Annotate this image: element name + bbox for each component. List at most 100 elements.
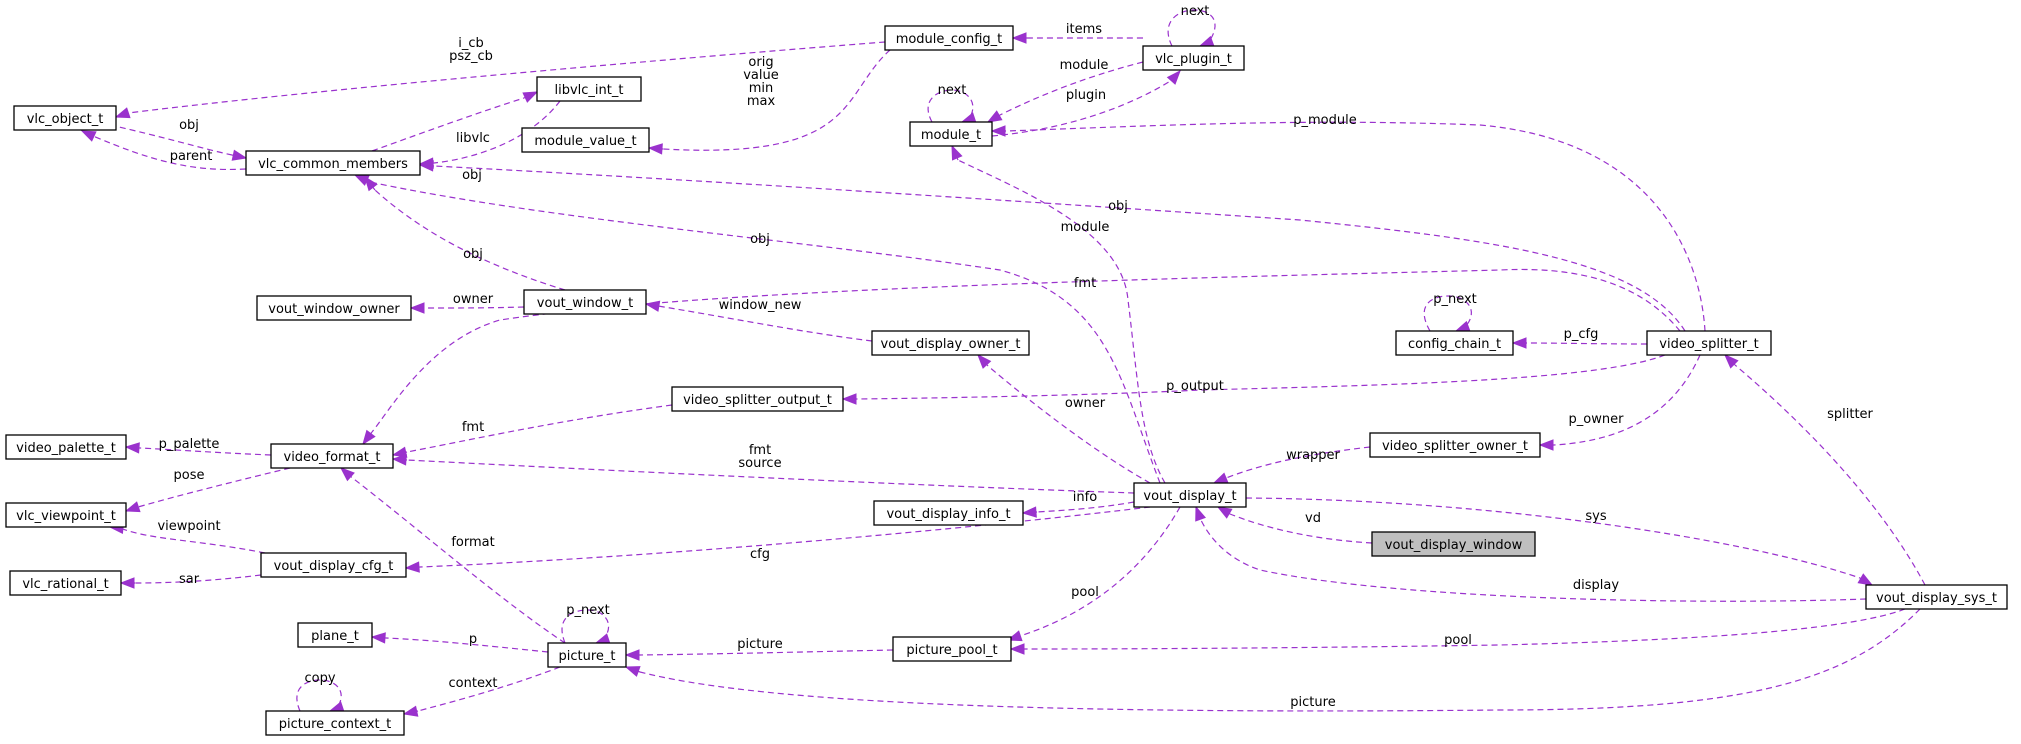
node-label: video_splitter_owner_t xyxy=(1382,439,1528,454)
edge-label: libvlc xyxy=(456,131,490,146)
node-module-config-t[interactable]: module_config_t xyxy=(884,25,1014,51)
edge-picture-t-to-plane-t: p xyxy=(370,632,549,653)
node-box xyxy=(1395,330,1514,356)
arrowhead-icon xyxy=(391,446,408,458)
node-vout-display-sys-t[interactable]: vout_display_sys_t xyxy=(1865,584,2008,610)
edge-vlc-object-t-to-vlc-common-members: obj xyxy=(109,118,248,161)
edge-vout-display-owner-t-to-vout-window-t: window_new xyxy=(644,298,873,342)
arrowhead-icon xyxy=(977,353,992,369)
edge-label: info xyxy=(1073,490,1097,505)
edge-video-format-t-to-video-palette-t: p_palette xyxy=(124,437,272,456)
node-label: picture_context_t xyxy=(279,717,392,732)
node-video-splitter-owner-t[interactable]: video_splitter_owner_t xyxy=(1369,432,1541,458)
node-video-splitter-output-t[interactable]: video_splitter_output_t xyxy=(671,386,844,412)
arrowhead-icon xyxy=(231,149,248,161)
node-libvlc-int-t[interactable]: libvlc_int_t xyxy=(536,76,642,102)
node-module-value-t[interactable]: module_value_t xyxy=(521,127,650,153)
edge-picture-t-to-video-format-t: format xyxy=(339,467,566,644)
arrowhead-icon xyxy=(647,143,663,155)
edge-picture-t-to-picture-context-t: context xyxy=(402,666,561,717)
edge-video-splitter-t-to-config-chain-t: p_cfg xyxy=(1511,327,1648,349)
nodes-layer: vlc_object_t vlc_common_members libvlc_int… xyxy=(5,25,2008,736)
edge-label: p_next xyxy=(1433,292,1477,307)
edge-label: next xyxy=(938,83,967,98)
node-label: picture_t xyxy=(558,649,615,664)
edge-module-t-to-vlc-plugin-t: plugin xyxy=(991,69,1181,137)
edge-line xyxy=(371,268,1681,433)
edge-vout-display-cfg-t-to-vlc-rational-t: sar xyxy=(119,572,262,589)
edge-vlc-plugin-t-to-module-t: module xyxy=(986,58,1144,123)
node-box xyxy=(873,500,1024,526)
node-config-chain-t[interactable]: config_chain_t xyxy=(1395,330,1514,356)
edge-label: p_next xyxy=(566,603,610,618)
edge-video-splitter-t-to-video-splitter-owner-t: p_owner xyxy=(1538,354,1701,451)
node-label: video_format_t xyxy=(284,450,381,465)
edge-video-splitter-t-to-vlc-common-members: obj xyxy=(418,160,1686,332)
node-vout-display-owner-t[interactable]: vout_display_owner_t xyxy=(871,330,1030,356)
node-module-t[interactable]: module_t xyxy=(909,121,993,147)
edge-vlc-common-members-to-vlc-object-t: parent xyxy=(80,130,247,171)
node-label: vout_display_window xyxy=(1385,538,1523,553)
node-label: vout_display_t xyxy=(1143,489,1236,504)
node-vout-display-t[interactable]: vout_display_t xyxy=(1133,482,1247,508)
node-box xyxy=(1371,531,1536,557)
node-label: vout_display_info_t xyxy=(886,507,1010,522)
edge-label: display xyxy=(1573,578,1619,593)
edge-line xyxy=(433,165,1686,332)
edge-vout-display-cfg-t-to-vlc-viewpoint-t: viewpoint xyxy=(108,519,266,554)
node-box xyxy=(13,105,117,131)
node-vout-window-t[interactable]: vout_window_t xyxy=(523,289,647,315)
edge-line xyxy=(639,608,1921,712)
node-vlc-rational-t[interactable]: vlc_rational_t xyxy=(9,570,122,596)
edge-label: obj xyxy=(179,118,199,133)
edge-line xyxy=(109,124,233,156)
edge-video-splitter-t-to-video-format-t: fmt xyxy=(362,268,1681,446)
node-box xyxy=(5,502,127,528)
edge-vout-window-t-to-vout-window-owner: owner xyxy=(409,292,525,314)
node-picture-t[interactable]: picture_t xyxy=(547,642,627,668)
edge-label: copy xyxy=(304,671,335,686)
arrowhead-icon xyxy=(391,454,407,466)
edge-line xyxy=(987,365,1151,484)
node-video-format-t[interactable]: video_format_t xyxy=(270,443,394,469)
node-video-palette-t[interactable]: video_palette_t xyxy=(5,434,127,460)
arrowhead-icon xyxy=(1857,573,1874,586)
edge-video-splitter-t-to-video-splitter-output-t: p_output xyxy=(841,354,1666,405)
edge-line xyxy=(406,404,673,453)
edge-picture-t-to-picture-t: p_next xyxy=(561,603,611,645)
edge-label: obj xyxy=(1108,199,1128,214)
node-box xyxy=(1142,45,1245,71)
node-label: vout_display_owner_t xyxy=(881,337,1021,352)
node-box xyxy=(909,121,993,147)
node-vout-display-info-t[interactable]: vout_display_info_t xyxy=(873,500,1024,526)
edge-video-format-t-to-vlc-viewpoint-t: pose xyxy=(124,467,291,513)
edge-label: owner xyxy=(1065,396,1106,411)
node-label: vlc_object_t xyxy=(27,112,104,127)
node-vlc-viewpoint-t[interactable]: vlc_viewpoint_t xyxy=(5,502,127,528)
node-video-splitter-t[interactable]: video_splitter_t xyxy=(1646,330,1772,356)
node-vout-display-cfg-t[interactable]: vout_display_cfg_t xyxy=(260,552,407,578)
edge-line xyxy=(433,100,561,164)
node-plane-t[interactable]: plane_t xyxy=(297,622,373,648)
node-vlc-object-t[interactable]: vlc_object_t xyxy=(13,105,117,131)
node-box xyxy=(260,552,407,578)
arrowhead-icon xyxy=(362,429,376,446)
node-picture-pool-t[interactable]: picture_pool_t xyxy=(892,636,1012,662)
node-vout-window-owner[interactable]: vout_window_owner xyxy=(256,295,412,321)
node-picture-context-t[interactable]: picture_context_t xyxy=(265,710,405,736)
edge-line xyxy=(856,354,1666,400)
node-box xyxy=(671,386,844,412)
arrowhead-icon xyxy=(522,91,539,103)
node-vlc-common-members[interactable]: vlc_common_members xyxy=(245,150,421,176)
node-label: vout_display_cfg_t xyxy=(274,559,394,574)
node-vlc-plugin-t[interactable]: vlc_plugin_t xyxy=(1142,45,1245,71)
node-box xyxy=(871,330,1030,356)
node-label: vlc_rational_t xyxy=(22,577,108,592)
edge-line xyxy=(1245,497,1861,579)
node-label: libvlc_int_t xyxy=(555,83,624,98)
edge-line xyxy=(1005,121,1706,332)
edge-line xyxy=(1229,513,1373,544)
